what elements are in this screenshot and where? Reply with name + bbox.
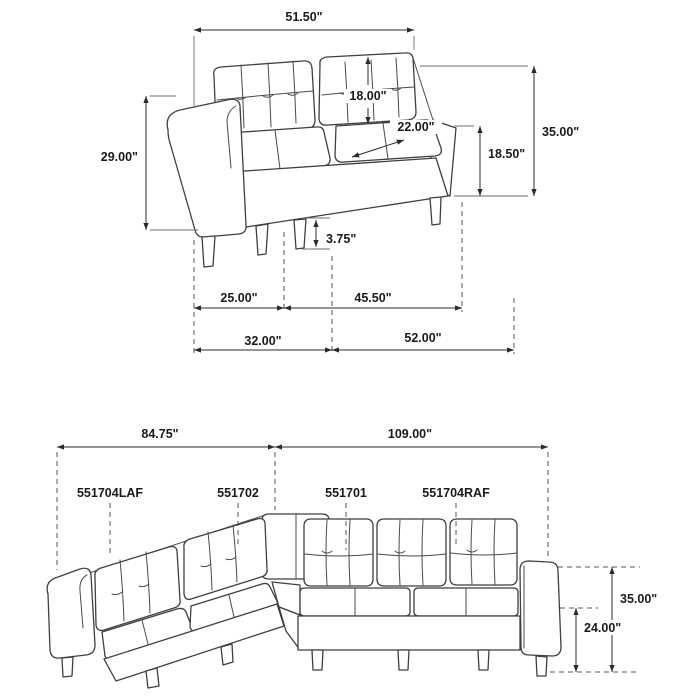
dim-leg-height-label: 3.75" xyxy=(326,232,356,246)
right-tuft-marks xyxy=(304,519,518,586)
dim-seat-width: 45.50" xyxy=(284,202,463,312)
right-base xyxy=(297,615,521,651)
part-labels: 551704LAF 551702 551701 551704RAF xyxy=(77,486,490,556)
dim-seat-height: 18.50" xyxy=(454,125,525,196)
dim-left-width: 84.75" xyxy=(56,427,276,570)
dim-depth-label: 32.00" xyxy=(244,334,281,348)
right-back-cushion-1 xyxy=(303,518,374,587)
right-back-cushion-2 xyxy=(376,518,447,587)
sectional-seat-creases xyxy=(141,587,467,645)
dim-left-width-label: 84.75" xyxy=(141,427,178,441)
dim-sectional-back-height-label: 24.00" xyxy=(584,621,621,635)
part-label-laf: 551704LAF xyxy=(77,486,143,500)
loveseat-drawing xyxy=(166,52,457,268)
dim-back-cushion-height: 18.00" xyxy=(344,57,392,124)
dim-arm-height: 29.00" xyxy=(101,95,198,231)
dim-total-width: 52.00" xyxy=(332,298,515,354)
left-arm-contour-2 xyxy=(79,574,88,629)
dim-total-height: 35.00" xyxy=(420,65,579,197)
dim-right-width: 109.00" xyxy=(275,427,549,558)
corner-base xyxy=(278,606,301,651)
left-tuft-marks xyxy=(111,524,238,622)
dim-seat-depth: 22.00" xyxy=(351,120,442,158)
sectional-legs xyxy=(61,643,548,689)
dim-sectional-height: 35.00" xyxy=(550,566,657,673)
dim-total-width-label: 52.00" xyxy=(404,331,441,345)
part-label-armless-2: 551702 xyxy=(217,486,259,500)
left-arm-contour xyxy=(226,105,237,169)
dim-seat-width-label: 45.50" xyxy=(354,291,391,305)
dim-arm-width: 25.00" xyxy=(193,232,285,354)
back-right-edge xyxy=(412,57,434,121)
sectional-drawing xyxy=(46,513,562,689)
sectional-left-arm xyxy=(46,567,96,659)
dim-total-height-label: 35.00" xyxy=(542,125,579,139)
back-cushion-right xyxy=(318,52,417,126)
dim-right-width-label: 109.00" xyxy=(388,427,432,441)
part-label-raf: 551704RAF xyxy=(422,486,490,500)
dim-seat-depth-label: 22.00" xyxy=(397,120,434,134)
dim-depth: 32.00" xyxy=(194,256,333,354)
dim-leg-height: 3.75" xyxy=(302,217,356,250)
dim-back-cushion-height-label: 18.00" xyxy=(349,89,386,103)
part-label-armless-1: 551701 xyxy=(325,486,367,500)
sectional-right-arm xyxy=(519,560,562,657)
dim-back-width-label: 51.50" xyxy=(285,10,322,24)
dim-sectional-back-height: 24.00" xyxy=(560,607,628,672)
dim-arm-width-label: 25.00" xyxy=(220,291,257,305)
dim-back-width: 51.50" xyxy=(193,10,415,106)
dim-sectional-height-label: 35.00" xyxy=(620,592,657,606)
legs xyxy=(201,196,442,268)
dim-arm-height-label: 29.00" xyxy=(101,150,138,164)
dim-seat-height-label: 18.50" xyxy=(488,147,525,161)
left-back-cushion-1 xyxy=(94,545,181,632)
left-arm xyxy=(166,98,247,238)
left-back-cushion-2 xyxy=(183,517,268,601)
right-back-cushion-3 xyxy=(449,518,518,586)
